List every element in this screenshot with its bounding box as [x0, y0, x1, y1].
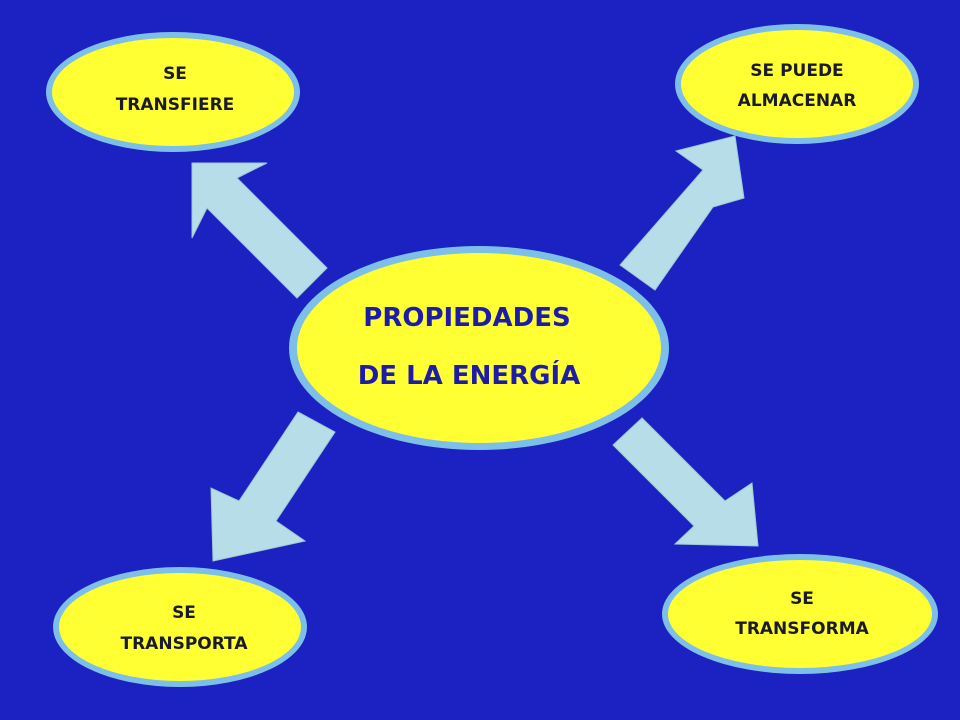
- node-transfiere: SE TRANSFIERE: [46, 32, 300, 152]
- node-transforma-line-1: SE: [790, 589, 814, 609]
- center-title-line-1: PROPIEDADES: [363, 303, 570, 333]
- node-transforma: SE TRANSFORMA: [662, 554, 938, 674]
- node-almacenar-line-1: SE PUEDE: [750, 61, 843, 81]
- node-transporta-line-1: SE: [172, 603, 196, 623]
- arrow-to-transporta: [210, 411, 336, 562]
- node-transforma-line-2: TRANSFORMA: [735, 619, 869, 639]
- node-almacenar-line-2: ALMACENAR: [738, 91, 857, 111]
- arrow-to-transforma: [612, 417, 759, 547]
- node-transporta: SE TRANSPORTA: [53, 567, 307, 687]
- arrow-to-almacenar: [619, 135, 745, 291]
- node-transfiere-line-2: TRANSFIERE: [116, 95, 235, 115]
- arrow-to-transfiere: [191, 162, 328, 299]
- center-node: PROPIEDADES DE LA ENERGÍA: [289, 246, 669, 450]
- node-transporta-line-2: TRANSPORTA: [121, 634, 249, 654]
- center-title-line-2: DE LA ENERGÍA: [358, 359, 581, 391]
- node-almacenar: SE PUEDE ALMACENAR: [675, 24, 919, 144]
- node-transfiere-line-1: SE: [163, 64, 187, 84]
